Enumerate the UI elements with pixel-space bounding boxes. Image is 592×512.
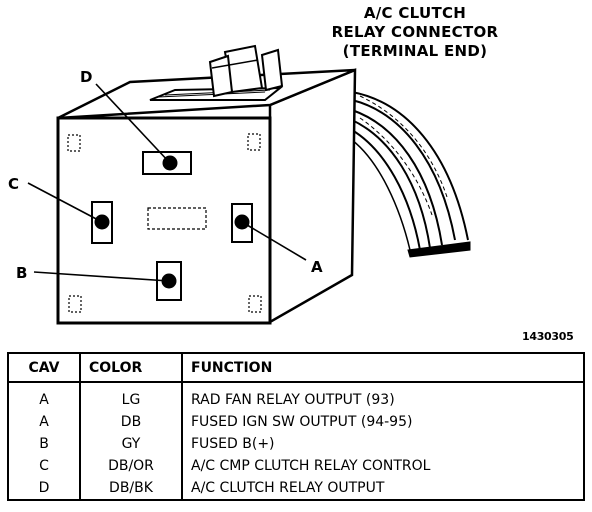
connector-side (268, 68, 357, 325)
header-color: COLOR (80, 353, 183, 383)
center-slot (147, 207, 207, 230)
cavity-c (91, 201, 113, 244)
corner-marks (67, 133, 262, 313)
cell-color: GY (80, 433, 183, 455)
callout-b: B (16, 264, 27, 282)
callout-d: D (80, 68, 92, 86)
figure-number: 1430305 (522, 330, 574, 343)
table-header-row: CAV COLOR FUNCTION (8, 353, 584, 383)
callout-c: C (8, 175, 19, 193)
table-row: A DB FUSED IGN SW OUTPUT (94-95) (8, 411, 584, 433)
title-line-2: RELAY CONNECTOR (331, 23, 499, 41)
header-function: FUNCTION (182, 353, 584, 383)
header-cav: CAV (8, 353, 81, 383)
table-row: C DB/OR A/C CMP CLUTCH RELAY CONTROL (8, 455, 584, 477)
wire-harness (351, 91, 471, 258)
title-line-3: (TERMINAL END) (342, 42, 488, 60)
cell-cav: A (8, 411, 81, 433)
cell-cav: D (8, 477, 81, 500)
cell-color: DB (80, 411, 183, 433)
cell-function: RAD FAN RELAY OUTPUT (93) (191, 392, 395, 408)
cavity-a (231, 203, 253, 243)
cell-function: FUSED B(+) (191, 436, 275, 452)
connector-illustration: D C A B (8, 44, 471, 325)
diagram-title: A/C CLUTCH RELAY CONNECTOR (TERMINAL END… (300, 4, 530, 61)
cell-cav: A (8, 382, 81, 411)
connector-latch (149, 44, 284, 101)
cavity-table: CAV COLOR FUNCTION A LG RAD FAN RELAY OU… (7, 352, 585, 501)
cell-function: FUSED IGN SW OUTPUT (94-95) (191, 414, 413, 430)
cell-color: DB/OR (80, 455, 183, 477)
cell-color: DB/BK (80, 477, 183, 500)
cavity-d (142, 151, 192, 175)
table-row: B GY FUSED B(+) (8, 433, 584, 455)
table-row: A LG RAD FAN RELAY OUTPUT (93) (8, 382, 584, 411)
cell-cav: B (8, 433, 81, 455)
cell-function: A/C CLUTCH RELAY OUTPUT (191, 480, 385, 496)
title-line-1: A/C CLUTCH (363, 4, 467, 22)
leader-lines (27, 83, 307, 282)
cell-cav: C (8, 455, 81, 477)
table-row: D DB/BK A/C CLUTCH RELAY OUTPUT (8, 477, 584, 500)
cell-color: LG (80, 382, 183, 411)
callout-a: A (311, 258, 323, 276)
cell-function: A/C CMP CLUTCH RELAY CONTROL (191, 458, 431, 474)
